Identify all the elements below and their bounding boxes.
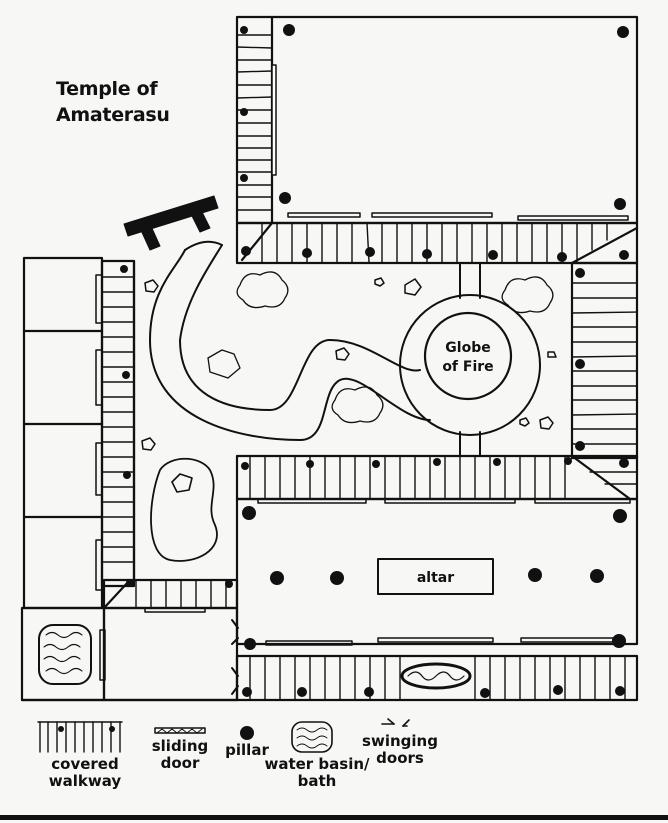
legend-label-swinging-doors: swinging doors (362, 733, 438, 767)
bottom-border (0, 815, 668, 820)
altar-label: altar (417, 570, 454, 586)
south-walkway-pillars (241, 457, 629, 470)
pillar-icon (240, 726, 254, 740)
east-walkway-pillars (575, 268, 585, 451)
legend (37, 718, 410, 753)
covered-walkway-icon (37, 721, 123, 753)
globe-label-line2: of Fire (442, 359, 493, 375)
legend-label-pillar: pillar (222, 742, 272, 759)
north-covered-walkway (235, 221, 639, 265)
west-walkway-pillars (120, 265, 233, 588)
north-hall (235, 15, 639, 225)
north-hall-pillars (240, 24, 629, 210)
legend-label-sliding-door: sliding door (145, 738, 215, 772)
map-title-line2: Amaterasu (56, 104, 170, 126)
altar-hall-pillars (242, 506, 627, 650)
legend-label-line1: pillar (225, 741, 269, 759)
west-rooms (20, 256, 239, 702)
altar: altar (377, 558, 494, 595)
shrubs (207, 271, 554, 424)
rocks (141, 277, 557, 451)
west-covered-walkway (95, 259, 136, 681)
legend-label-line1: sliding (151, 737, 209, 755)
swinging-doors-icon (381, 718, 410, 727)
southwest-covered-walkway (102, 578, 239, 613)
sliding-door-icon (154, 727, 206, 734)
water-basin-icon (291, 721, 333, 753)
legend-label-line1: swinging (362, 732, 438, 750)
globe-label-line1: Globe (445, 340, 490, 356)
map-title-line1: Temple of (56, 78, 158, 100)
legend-label-line2: door (160, 754, 200, 772)
legend-label-water-basin: water basin/ bath (262, 756, 372, 790)
legend-label-line2: bath (297, 772, 337, 790)
legend-label-line1: water basin/ (264, 755, 370, 773)
map-title: Temple of Amaterasu (56, 76, 170, 128)
legend-label-line2: doors (376, 749, 424, 767)
water-basin (38, 624, 92, 685)
torii-gate (123, 195, 219, 251)
lower-covered-walkway (235, 654, 639, 702)
garden (132, 240, 541, 582)
north-walkway-pillars (241, 246, 629, 262)
lower-walkway-pillars (242, 685, 625, 698)
legend-label-line2: walkway (48, 772, 122, 790)
legend-label-line1: covered (51, 755, 119, 773)
legend-label-covered-walkway: covered walkway (40, 756, 130, 790)
